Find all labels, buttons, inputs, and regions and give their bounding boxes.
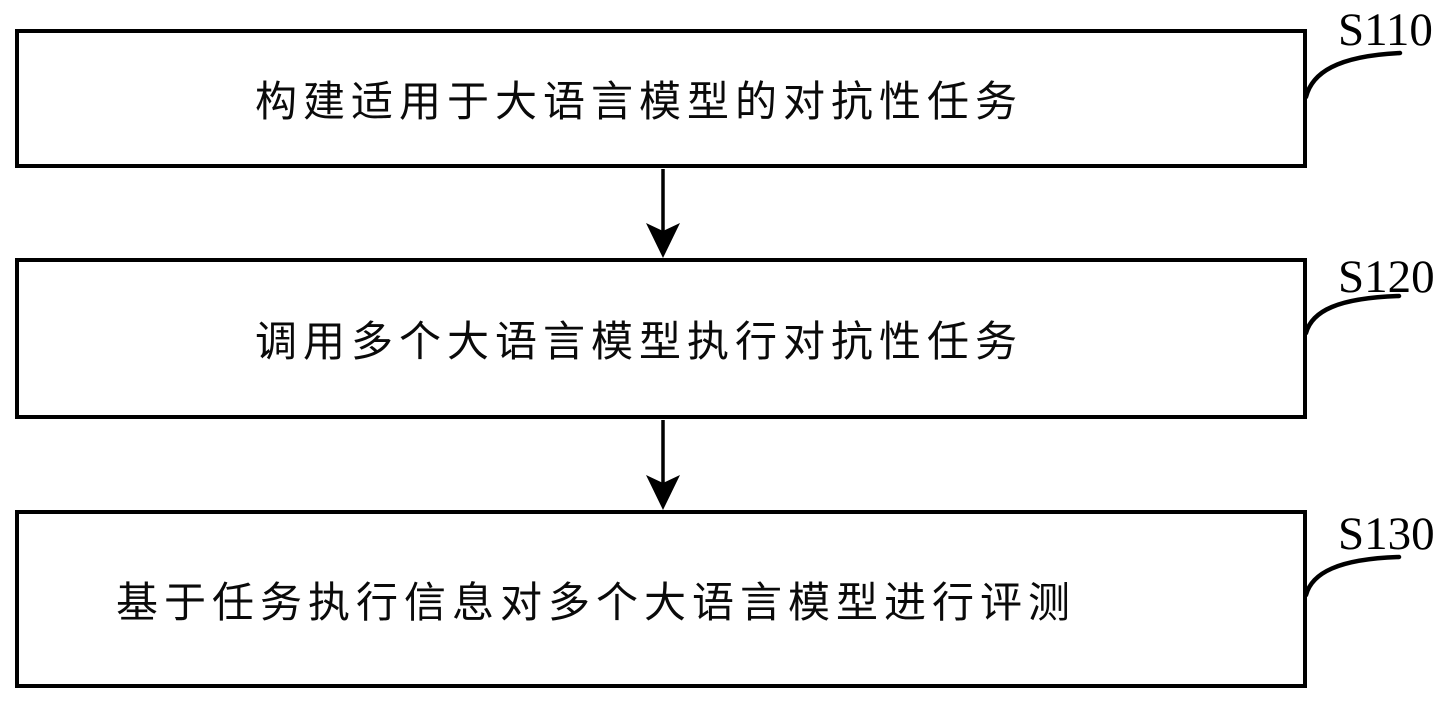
step-text-s130: 基于任务执行信息对多个大语言模型进行评测 xyxy=(115,580,1076,627)
step-label-s130: S130 xyxy=(1338,508,1435,560)
step-text-s110: 构建适用于大语言模型的对抗性任务 xyxy=(254,80,1023,126)
leader-curve-s130 xyxy=(1303,554,1402,598)
arrow-head-icon xyxy=(646,223,680,258)
arrow-head-icon xyxy=(646,475,680,510)
step-box-s110: 构建适用于大语言模型的对抗性任务 xyxy=(15,29,1307,168)
step-text-s120: 调用多个大语言模型执行对抗性任务 xyxy=(254,320,1023,366)
step-box-s130: 基于任务执行信息对多个大语言模型进行评测 xyxy=(15,510,1307,688)
arrow-s110-to-s120 xyxy=(646,169,680,258)
leader-curve-s110 xyxy=(1303,50,1403,100)
step-label-s110: S110 xyxy=(1338,4,1433,56)
step-box-s120: 调用多个大语言模型执行对抗性任务 xyxy=(15,258,1307,419)
step-label-s120: S120 xyxy=(1338,251,1435,303)
arrow-s120-to-s130 xyxy=(646,420,680,510)
